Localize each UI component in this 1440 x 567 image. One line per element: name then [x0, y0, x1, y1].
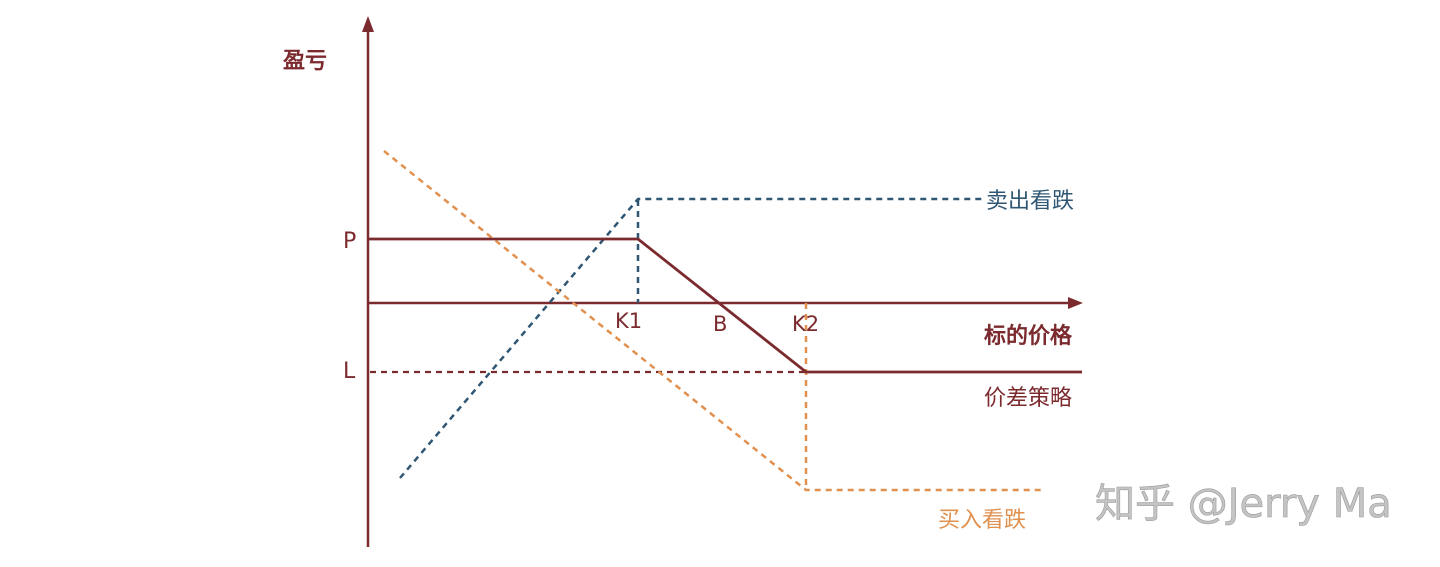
b-label: B — [713, 312, 727, 336]
sell-put-line — [399, 197, 985, 479]
p-label: P — [343, 229, 356, 254]
k2-label: K2 — [792, 312, 819, 336]
x-axis-arrow-icon — [1068, 297, 1083, 309]
buy-put-label: 买入看跌 — [938, 508, 1026, 533]
y-axis-arrow-icon — [362, 16, 374, 32]
strategy-label: 价差策略 — [984, 386, 1072, 411]
watermark: 知乎 @Jerry Ma — [1095, 481, 1392, 527]
l-label: L — [343, 359, 356, 384]
x-axis-label: 标的价格 — [984, 323, 1073, 349]
y-axis-label: 盈亏 — [282, 49, 327, 74]
k1-label: K1 — [615, 309, 642, 333]
sell-put-label: 卖出看跌 — [986, 189, 1074, 214]
spread-strategy-line — [368, 237, 1082, 374]
buy-put-line — [383, 150, 1042, 492]
